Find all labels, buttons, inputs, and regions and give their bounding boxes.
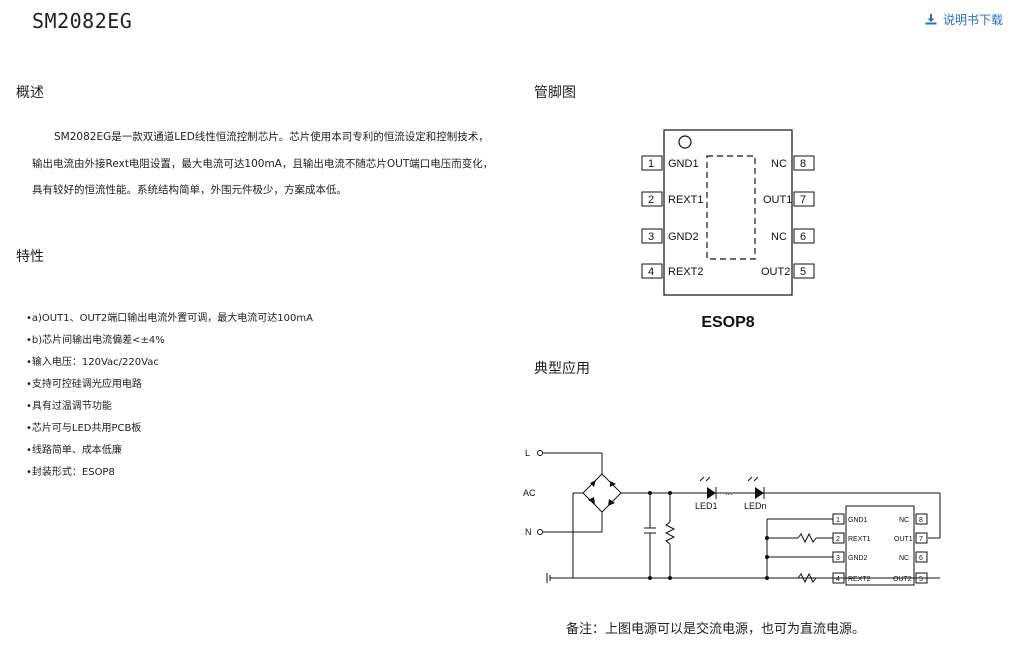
feature-item: •a)OUT1、OUT2端口输出电流外置可调，最大电流可达100mA bbox=[26, 313, 313, 324]
svg-text:4: 4 bbox=[836, 576, 840, 583]
svg-text:REXT2: REXT2 bbox=[668, 266, 703, 278]
download-icon bbox=[925, 14, 937, 25]
feature-item: •芯片可与LED共用PCB板 bbox=[26, 423, 142, 434]
svg-text:LEDn: LEDn bbox=[744, 501, 767, 511]
right-pin-8: 8 NC bbox=[771, 155, 815, 171]
svg-text:NC: NC bbox=[899, 555, 909, 562]
download-label: 说明书下载 bbox=[942, 13, 1003, 27]
svg-text:1: 1 bbox=[836, 517, 840, 524]
svg-text:5: 5 bbox=[919, 576, 923, 583]
svg-text:2: 2 bbox=[836, 536, 840, 543]
right-pin-7: 7 OUT1 bbox=[763, 191, 815, 207]
svg-text:7: 7 bbox=[919, 536, 923, 543]
svg-text:1: 1 bbox=[648, 158, 654, 170]
feature-item: •支持可控硅调光应用电路 bbox=[26, 379, 142, 390]
svg-text:OUT1: OUT1 bbox=[894, 536, 913, 543]
svg-text:NC: NC bbox=[899, 517, 909, 524]
svg-text:GND2: GND2 bbox=[848, 555, 868, 562]
pinout-diagram: 1 GND1 2 REXT1 3 GND2 4 REXT2 8 NC 7 OUT… bbox=[641, 129, 815, 331]
feature-item: •b)芯片间输出电流偏差<±4% bbox=[26, 335, 165, 346]
exposed-pad bbox=[706, 155, 756, 260]
feature-item: •输入电压：120Vac/220Vac bbox=[26, 357, 159, 368]
svg-text:3: 3 bbox=[836, 555, 840, 562]
left-pin-4: 4 REXT2 bbox=[641, 263, 703, 279]
package-label: ESOP8 bbox=[701, 314, 754, 331]
svg-text:NC: NC bbox=[771, 158, 787, 170]
svg-text:GND2: GND2 bbox=[668, 231, 699, 243]
svg-text:AC: AC bbox=[523, 488, 536, 498]
pinout-heading: 管脚图 bbox=[534, 85, 576, 101]
svg-text:2: 2 bbox=[648, 194, 654, 206]
application-note: 备注：上图电源可以是交流电源，也可为直流电源。 bbox=[566, 622, 866, 637]
svg-text:LED1: LED1 bbox=[695, 501, 718, 511]
features-list: •a)OUT1、OUT2端口输出电流外置可调，最大电流可达100mA •b)芯片… bbox=[26, 308, 313, 484]
feature-item: •具有过温调节功能 bbox=[26, 401, 112, 412]
svg-text:NC: NC bbox=[771, 231, 787, 243]
svg-text:4: 4 bbox=[648, 266, 654, 278]
left-pin-1: 1 GND1 bbox=[641, 155, 699, 171]
svg-text:N: N bbox=[525, 527, 532, 537]
left-pin-3: 3 GND2 bbox=[641, 228, 699, 244]
right-pin-5: 5 OUT2 bbox=[761, 263, 815, 279]
svg-text:7: 7 bbox=[800, 194, 806, 206]
features-heading: 特性 bbox=[16, 249, 44, 265]
svg-text:5: 5 bbox=[800, 266, 806, 278]
svg-text:8: 8 bbox=[919, 517, 923, 524]
svg-text:GND1: GND1 bbox=[668, 158, 699, 170]
page-title: SM2082EG bbox=[32, 9, 133, 33]
pin1-marker bbox=[678, 135, 692, 149]
svg-text:...: ... bbox=[725, 487, 733, 497]
left-pin-2: 2 REXT1 bbox=[641, 191, 703, 207]
svg-text:OUT2: OUT2 bbox=[761, 266, 790, 278]
svg-text:GND1: GND1 bbox=[848, 517, 868, 524]
svg-text:REXT1: REXT1 bbox=[668, 194, 703, 206]
download-manual-link[interactable]: 说明书下载 bbox=[925, 11, 1003, 28]
application-circuit: L AC N LED1 ... LEDn 1 2 3 4 GND1 REXT1 … bbox=[523, 448, 941, 586]
overview-text: SM2082EG是一款双通道LED线性恒流控制芯片。芯片使用本司专利的恒流设定和… bbox=[32, 131, 494, 196]
svg-text:OUT2: OUT2 bbox=[893, 576, 912, 583]
feature-item: •封装形式：ESOP8 bbox=[26, 467, 115, 478]
right-pin-6: 6 NC bbox=[771, 228, 815, 244]
svg-text:REXT1: REXT1 bbox=[848, 536, 871, 543]
svg-text:3: 3 bbox=[648, 231, 654, 243]
svg-text:OUT1: OUT1 bbox=[763, 194, 792, 206]
svg-text:8: 8 bbox=[800, 158, 806, 170]
svg-text:6: 6 bbox=[919, 555, 923, 562]
svg-text:6: 6 bbox=[800, 231, 806, 243]
overview-heading: 概述 bbox=[16, 85, 44, 101]
application-heading: 典型应用 bbox=[534, 361, 590, 377]
feature-item: •线路简单、成本低廉 bbox=[26, 445, 122, 456]
svg-text:REXT2: REXT2 bbox=[848, 576, 871, 583]
svg-text:L: L bbox=[525, 448, 530, 458]
